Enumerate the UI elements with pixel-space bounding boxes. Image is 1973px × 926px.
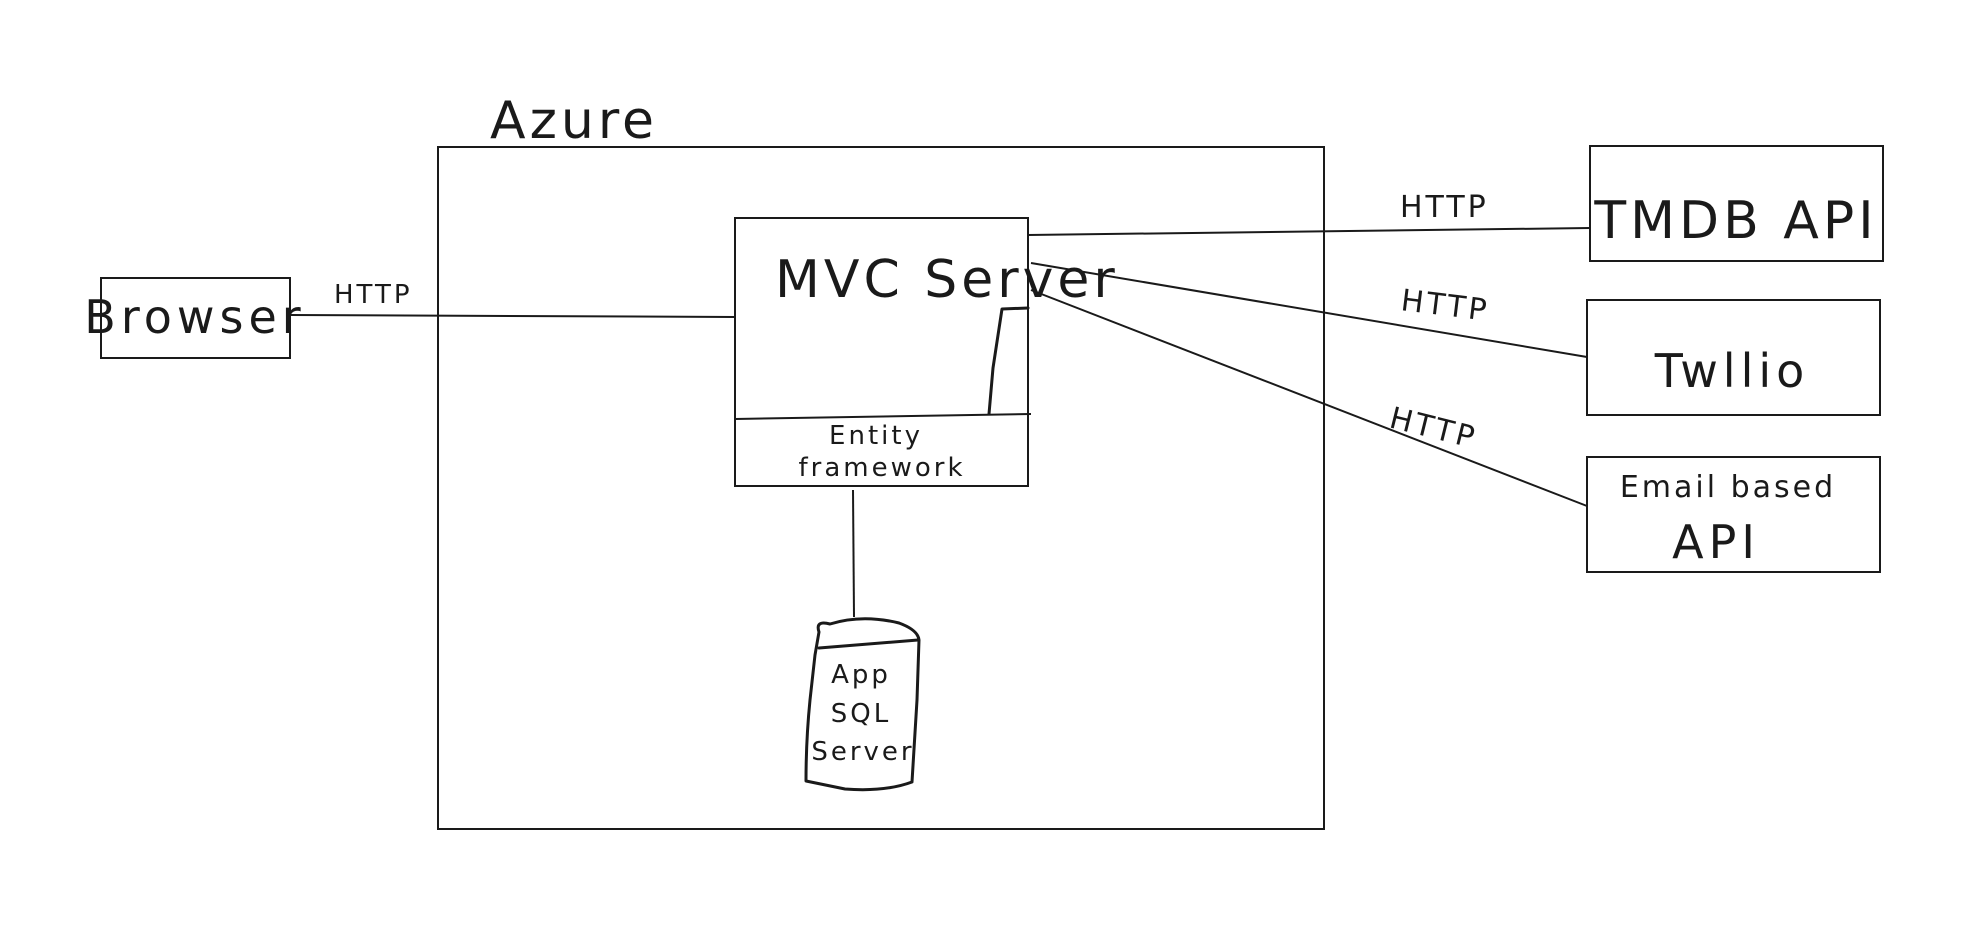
entity-framework-line1: Entity	[829, 421, 923, 451]
app-sql-server-line2: SQL	[831, 699, 891, 729]
mvc-server-box	[734, 217, 1029, 487]
edge-mvc-twilio[interactable]	[1030, 262, 1588, 358]
entity-framework-divider	[734, 413, 1032, 420]
browser-box	[100, 277, 291, 359]
twilio-label: Twllio	[1654, 344, 1810, 398]
edge-browser-mvc[interactable]	[289, 314, 736, 318]
entity-framework-line2: framework	[798, 453, 965, 483]
edge-label-mvc-tmdb: HTTP	[1400, 190, 1489, 225]
app-sql-server-node[interactable]: App SQL Server	[804, 617, 921, 792]
email-api-node[interactable]: Email based API	[1586, 456, 1881, 573]
mvc-server-label: MVC Server	[775, 250, 1119, 310]
edge-label-mvc-email: HTTP	[1386, 401, 1481, 456]
tmdb-api-label: TMDB API	[1593, 191, 1877, 251]
database-cylinder-rim	[817, 638, 920, 650]
tmdb-api-box	[1589, 145, 1884, 262]
azure-label: Azure	[490, 91, 658, 151]
app-sql-server-line3: Server	[811, 737, 914, 767]
tmdb-api-node[interactable]: TMDB API	[1589, 145, 1884, 262]
edge-mvc-tmdb[interactable]	[1027, 227, 1591, 236]
twilio-node[interactable]: Twllio	[1586, 299, 1881, 416]
edge-label-browser-mvc: HTTP	[334, 280, 413, 310]
azure-boundary	[437, 146, 1325, 830]
edge-label-mvc-twilio: HTTP	[1399, 283, 1491, 329]
edge-mvc-email[interactable]	[1030, 289, 1588, 507]
edges: HTTP HTTP HTTP HTTP	[289, 190, 1591, 618]
app-sql-server-line1: App	[831, 660, 891, 690]
edge-ef-sql[interactable]	[852, 489, 855, 618]
mvc-server-node[interactable]: MVC Server Entity framework	[734, 217, 1119, 487]
email-api-line2: API	[1672, 515, 1760, 569]
entity-framework-layer[interactable]: Entity framework	[798, 421, 965, 483]
browser-node[interactable]: Browser	[84, 277, 305, 359]
mvc-server-sketch-stroke	[987, 306, 1030, 416]
azure-group[interactable]: Azure	[437, 91, 1325, 830]
email-api-line1: Email based	[1620, 470, 1836, 505]
twilio-box	[1586, 299, 1881, 416]
browser-label: Browser	[84, 290, 305, 344]
email-api-box	[1586, 456, 1881, 573]
